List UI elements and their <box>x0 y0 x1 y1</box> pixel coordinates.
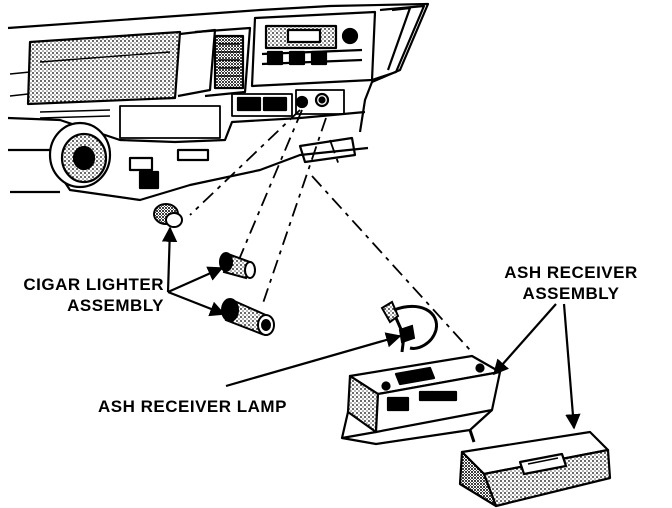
cigar-lighter-label-line2: ASSEMBLY <box>67 296 164 315</box>
ash-receiver-tray <box>458 430 612 508</box>
ash-receiver-housing <box>340 354 502 446</box>
cigar-lighter-element <box>219 252 256 280</box>
alignment-lines <box>189 109 471 351</box>
cigar-lighter-label-line1: CIGAR LIGHTER <box>23 275 164 294</box>
ash-receiver-lamp-part <box>380 300 438 353</box>
leader-lines <box>161 226 581 430</box>
ash-receiver-lamp-label: ASH RECEIVER LAMP <box>98 396 287 417</box>
cigar-lighter-label: CIGAR LIGHTER ASSEMBLY <box>6 274 164 316</box>
cigar-lighter-receptacle <box>221 298 275 336</box>
ash-receiver-assembly-label-line1: ASH RECEIVER <box>504 263 638 282</box>
instrument-panel <box>7 2 430 202</box>
ash-receiver-lamp-label-text: ASH RECEIVER LAMP <box>98 397 287 416</box>
cigar-lighter-knob <box>153 203 183 228</box>
ash-receiver-assembly-label: ASH RECEIVER ASSEMBLY <box>496 262 646 304</box>
ash-receiver-assembly-label-line2: ASSEMBLY <box>522 284 620 303</box>
